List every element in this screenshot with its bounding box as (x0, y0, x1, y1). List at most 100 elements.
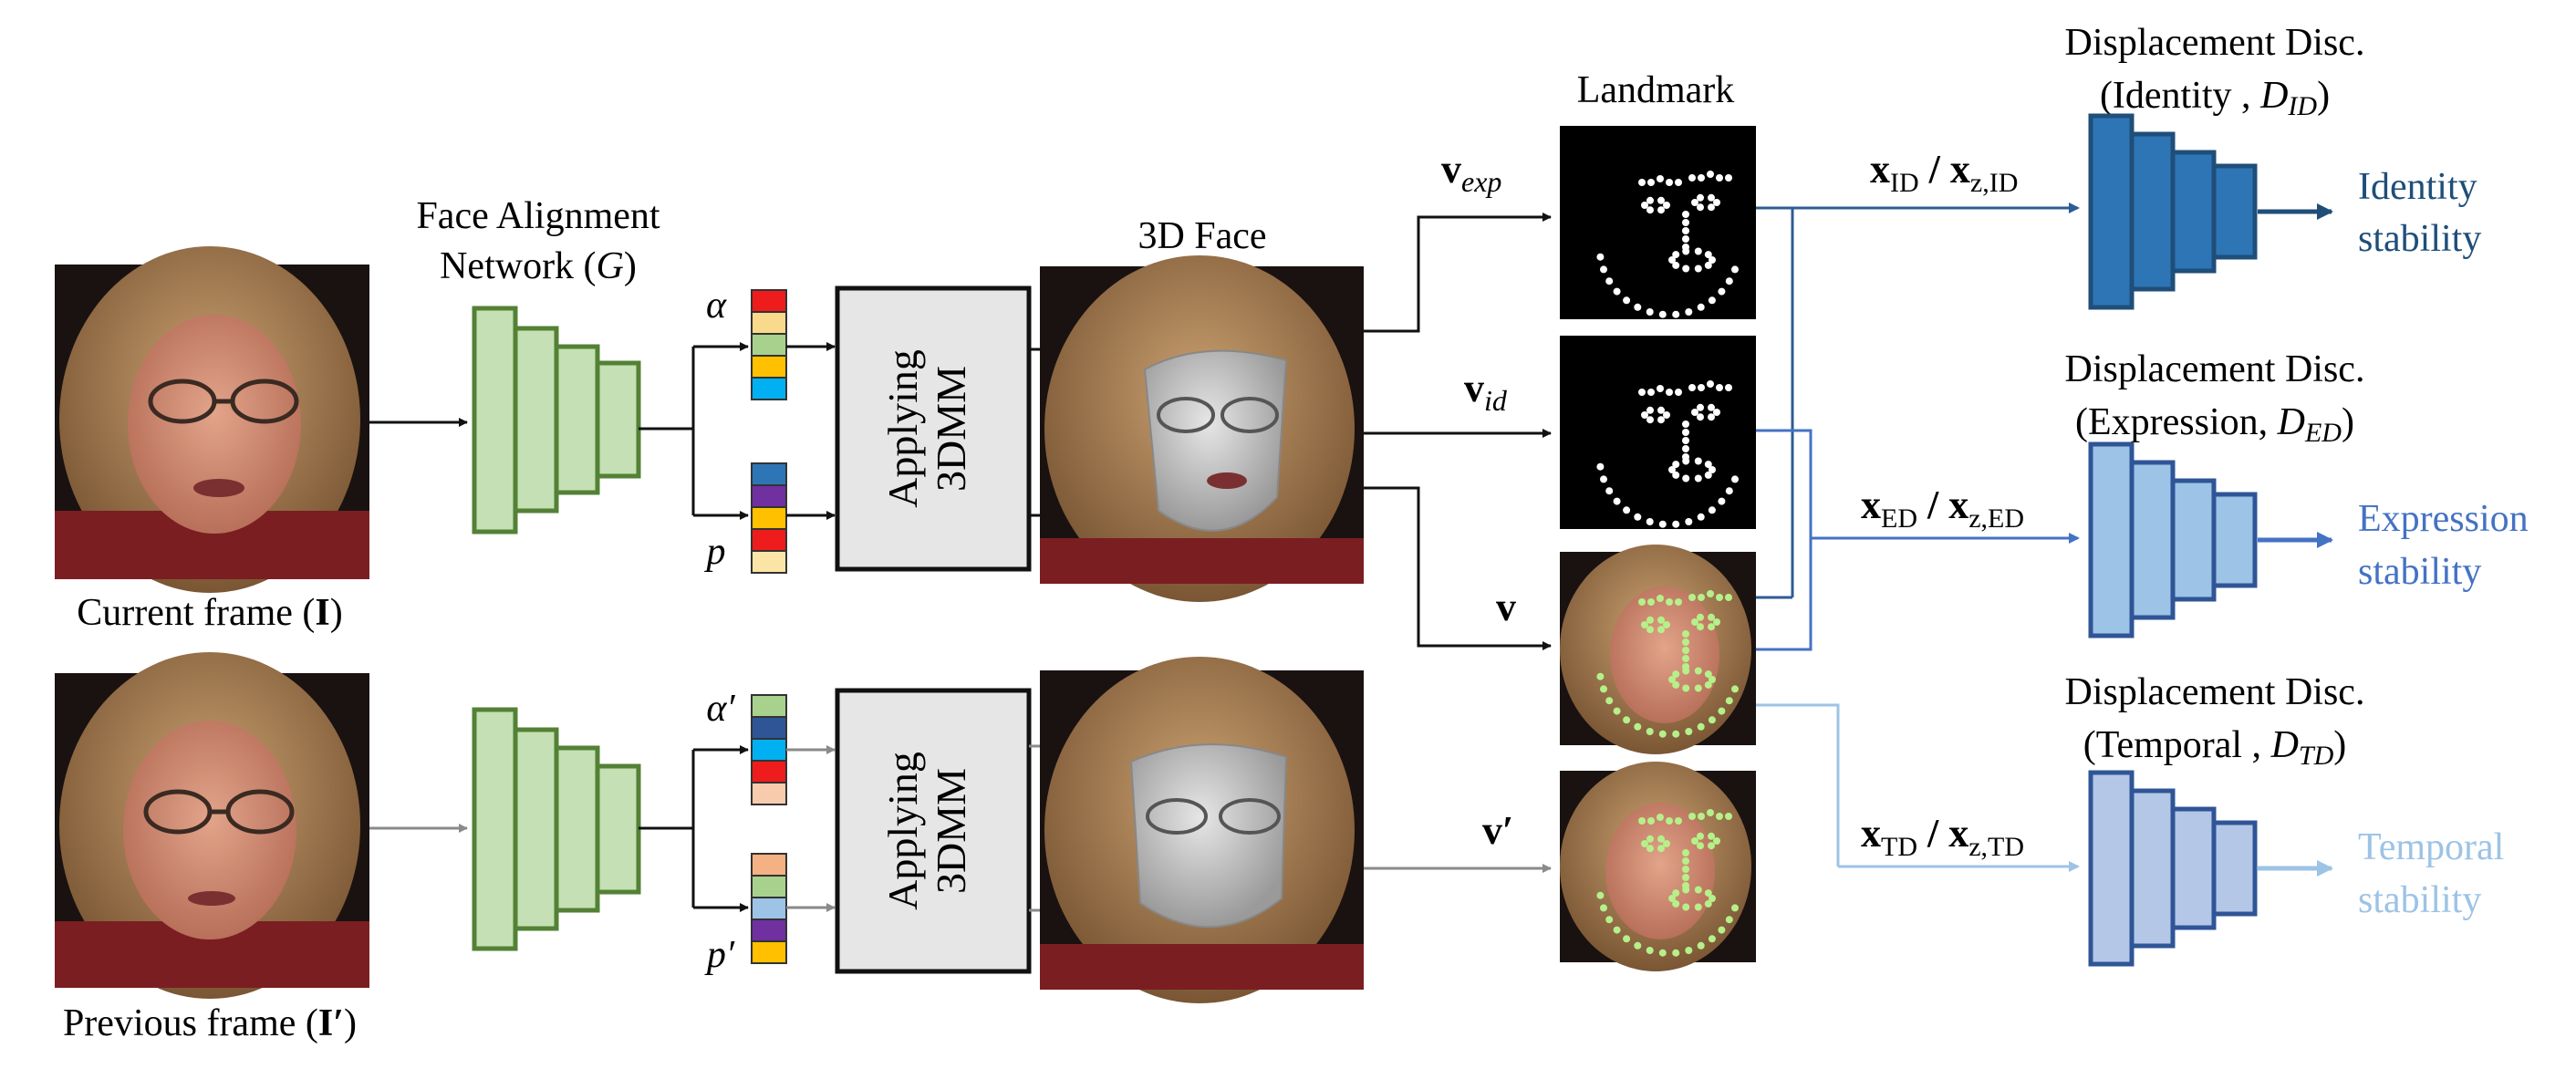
landmark-dot (1634, 941, 1642, 950)
landmark-dot (1704, 899, 1712, 908)
landmark-dot (1682, 429, 1689, 436)
alpha-prime-param-vector (751, 694, 787, 805)
landmark-v-image (1560, 545, 1756, 754)
landmark-dot (1698, 813, 1705, 820)
disc-ed-title-line2: (Expression, DED) (2075, 401, 2354, 448)
v-label: v (1496, 585, 1516, 629)
landmark-dot (1725, 384, 1732, 391)
landmark-dot (1682, 903, 1690, 911)
p-cell (751, 550, 787, 574)
3d-face-image-bottom (1040, 657, 1364, 1003)
input-ed-label: xED / xz,ED (1861, 483, 2024, 534)
disc-td-title-line1: Displacement Disc. (2065, 671, 2365, 713)
p-prime-label: p′ (704, 934, 735, 976)
landmark-dot (1613, 287, 1621, 296)
landmark-dot (1698, 384, 1705, 391)
landmark-dot (1682, 874, 1689, 881)
landmark-dot (1600, 685, 1607, 693)
landmark-dot (1682, 474, 1690, 483)
landmark-dot (1731, 685, 1739, 693)
landmark-dot (1646, 206, 1654, 214)
landmark-dot (1694, 886, 1702, 894)
landmark-dot (1600, 904, 1607, 912)
disc-0-layer (2170, 150, 2217, 274)
landmark-dot (1688, 384, 1696, 391)
landmark-dot (1725, 697, 1733, 705)
landmark-dot (1709, 676, 1716, 683)
disc-ed-title-line1: Displacement Disc. (2065, 348, 2365, 390)
landmark-dot (1596, 253, 1605, 261)
landmark-dot (1672, 471, 1680, 479)
disc-2-layer (2211, 820, 2258, 917)
landmark-dot (1623, 296, 1631, 305)
landmark-dot (1666, 389, 1673, 396)
apply-3dmm-bottom-line1: Applying (879, 752, 926, 910)
disc-2-layer (2088, 770, 2135, 967)
previous-frame-image (55, 652, 369, 999)
disc-id-title-line1: Displacement Disc. (2065, 22, 2365, 64)
landmark-dot (1600, 475, 1607, 483)
landmark-dot (1613, 926, 1621, 934)
p-prime-cell (751, 940, 787, 964)
face-to-landmark-arrows (1364, 213, 1552, 650)
landmark-dot (1704, 471, 1712, 479)
landmark-dot (1657, 814, 1664, 821)
landmark-dot (1697, 193, 1704, 202)
landmark-dot (1663, 621, 1670, 628)
landmark-dot (1672, 251, 1680, 259)
landmark-dot (1663, 840, 1670, 847)
landmark-dot (1605, 916, 1614, 924)
landmark-dot (1596, 672, 1605, 680)
landmark-dot (1613, 707, 1621, 715)
p-cell (751, 528, 787, 552)
landmark-dot (1682, 437, 1689, 444)
network-to-params-bottom (639, 745, 749, 912)
landmark-dot (1666, 598, 1673, 606)
landmark-dot (1672, 680, 1680, 689)
apply-3dmm-box-bottom: Applying 3DMM (835, 688, 1032, 974)
landmark-dot (1697, 623, 1704, 631)
landmark-dot (1708, 613, 1715, 621)
v-exp-label: vexp (1441, 147, 1501, 198)
landmark-dot (1658, 520, 1667, 528)
landmark-dot (1682, 667, 1690, 675)
landmark-dot (1675, 817, 1682, 825)
disc-1-layer (2129, 460, 2176, 620)
landmark-dot (1682, 457, 1690, 465)
landmark-dot (1697, 832, 1704, 840)
landmark-dot (1682, 866, 1689, 873)
landmark-dot (1713, 409, 1720, 416)
landmark-dot (1713, 837, 1720, 845)
landmark-dot (1725, 594, 1732, 601)
landmark-dot (1672, 310, 1680, 318)
landmark-dot (1658, 310, 1667, 318)
landmark-dot (1663, 411, 1670, 419)
p-cell (751, 462, 787, 486)
landmark-exp-image (1560, 126, 1756, 319)
face-alignment-network-bottom (472, 707, 641, 951)
landmark-dot (1647, 598, 1655, 606)
landmark-dot (1682, 420, 1689, 428)
landmark-dot (1672, 461, 1680, 469)
landmark-dot (1697, 203, 1704, 212)
input-td-label: xTD / xz,TD (1861, 811, 2024, 862)
landmark-v-prime-image (1560, 762, 1756, 971)
alpha-cell (751, 289, 787, 313)
disc-1-layer (2170, 478, 2217, 602)
landmark-dot (1658, 949, 1667, 957)
landmark-dot (1638, 598, 1646, 606)
landmark-dot (1672, 670, 1680, 679)
input-id-label: xID / xz,ID (1870, 147, 2018, 198)
disc-1-layer (2088, 441, 2135, 638)
landmark-dot (1694, 903, 1702, 911)
landmark-id-image (1560, 336, 1756, 529)
landmark-dot (1707, 590, 1714, 597)
alpha-cell (751, 311, 787, 335)
landmark-dot (1704, 261, 1712, 269)
landmark-dot (1657, 206, 1665, 214)
p-prime-cell (751, 919, 787, 942)
landmark-dot (1634, 303, 1642, 311)
landmark-dot (1646, 626, 1654, 634)
landmark-dot (1725, 813, 1732, 820)
landmark-dot (1672, 261, 1680, 269)
